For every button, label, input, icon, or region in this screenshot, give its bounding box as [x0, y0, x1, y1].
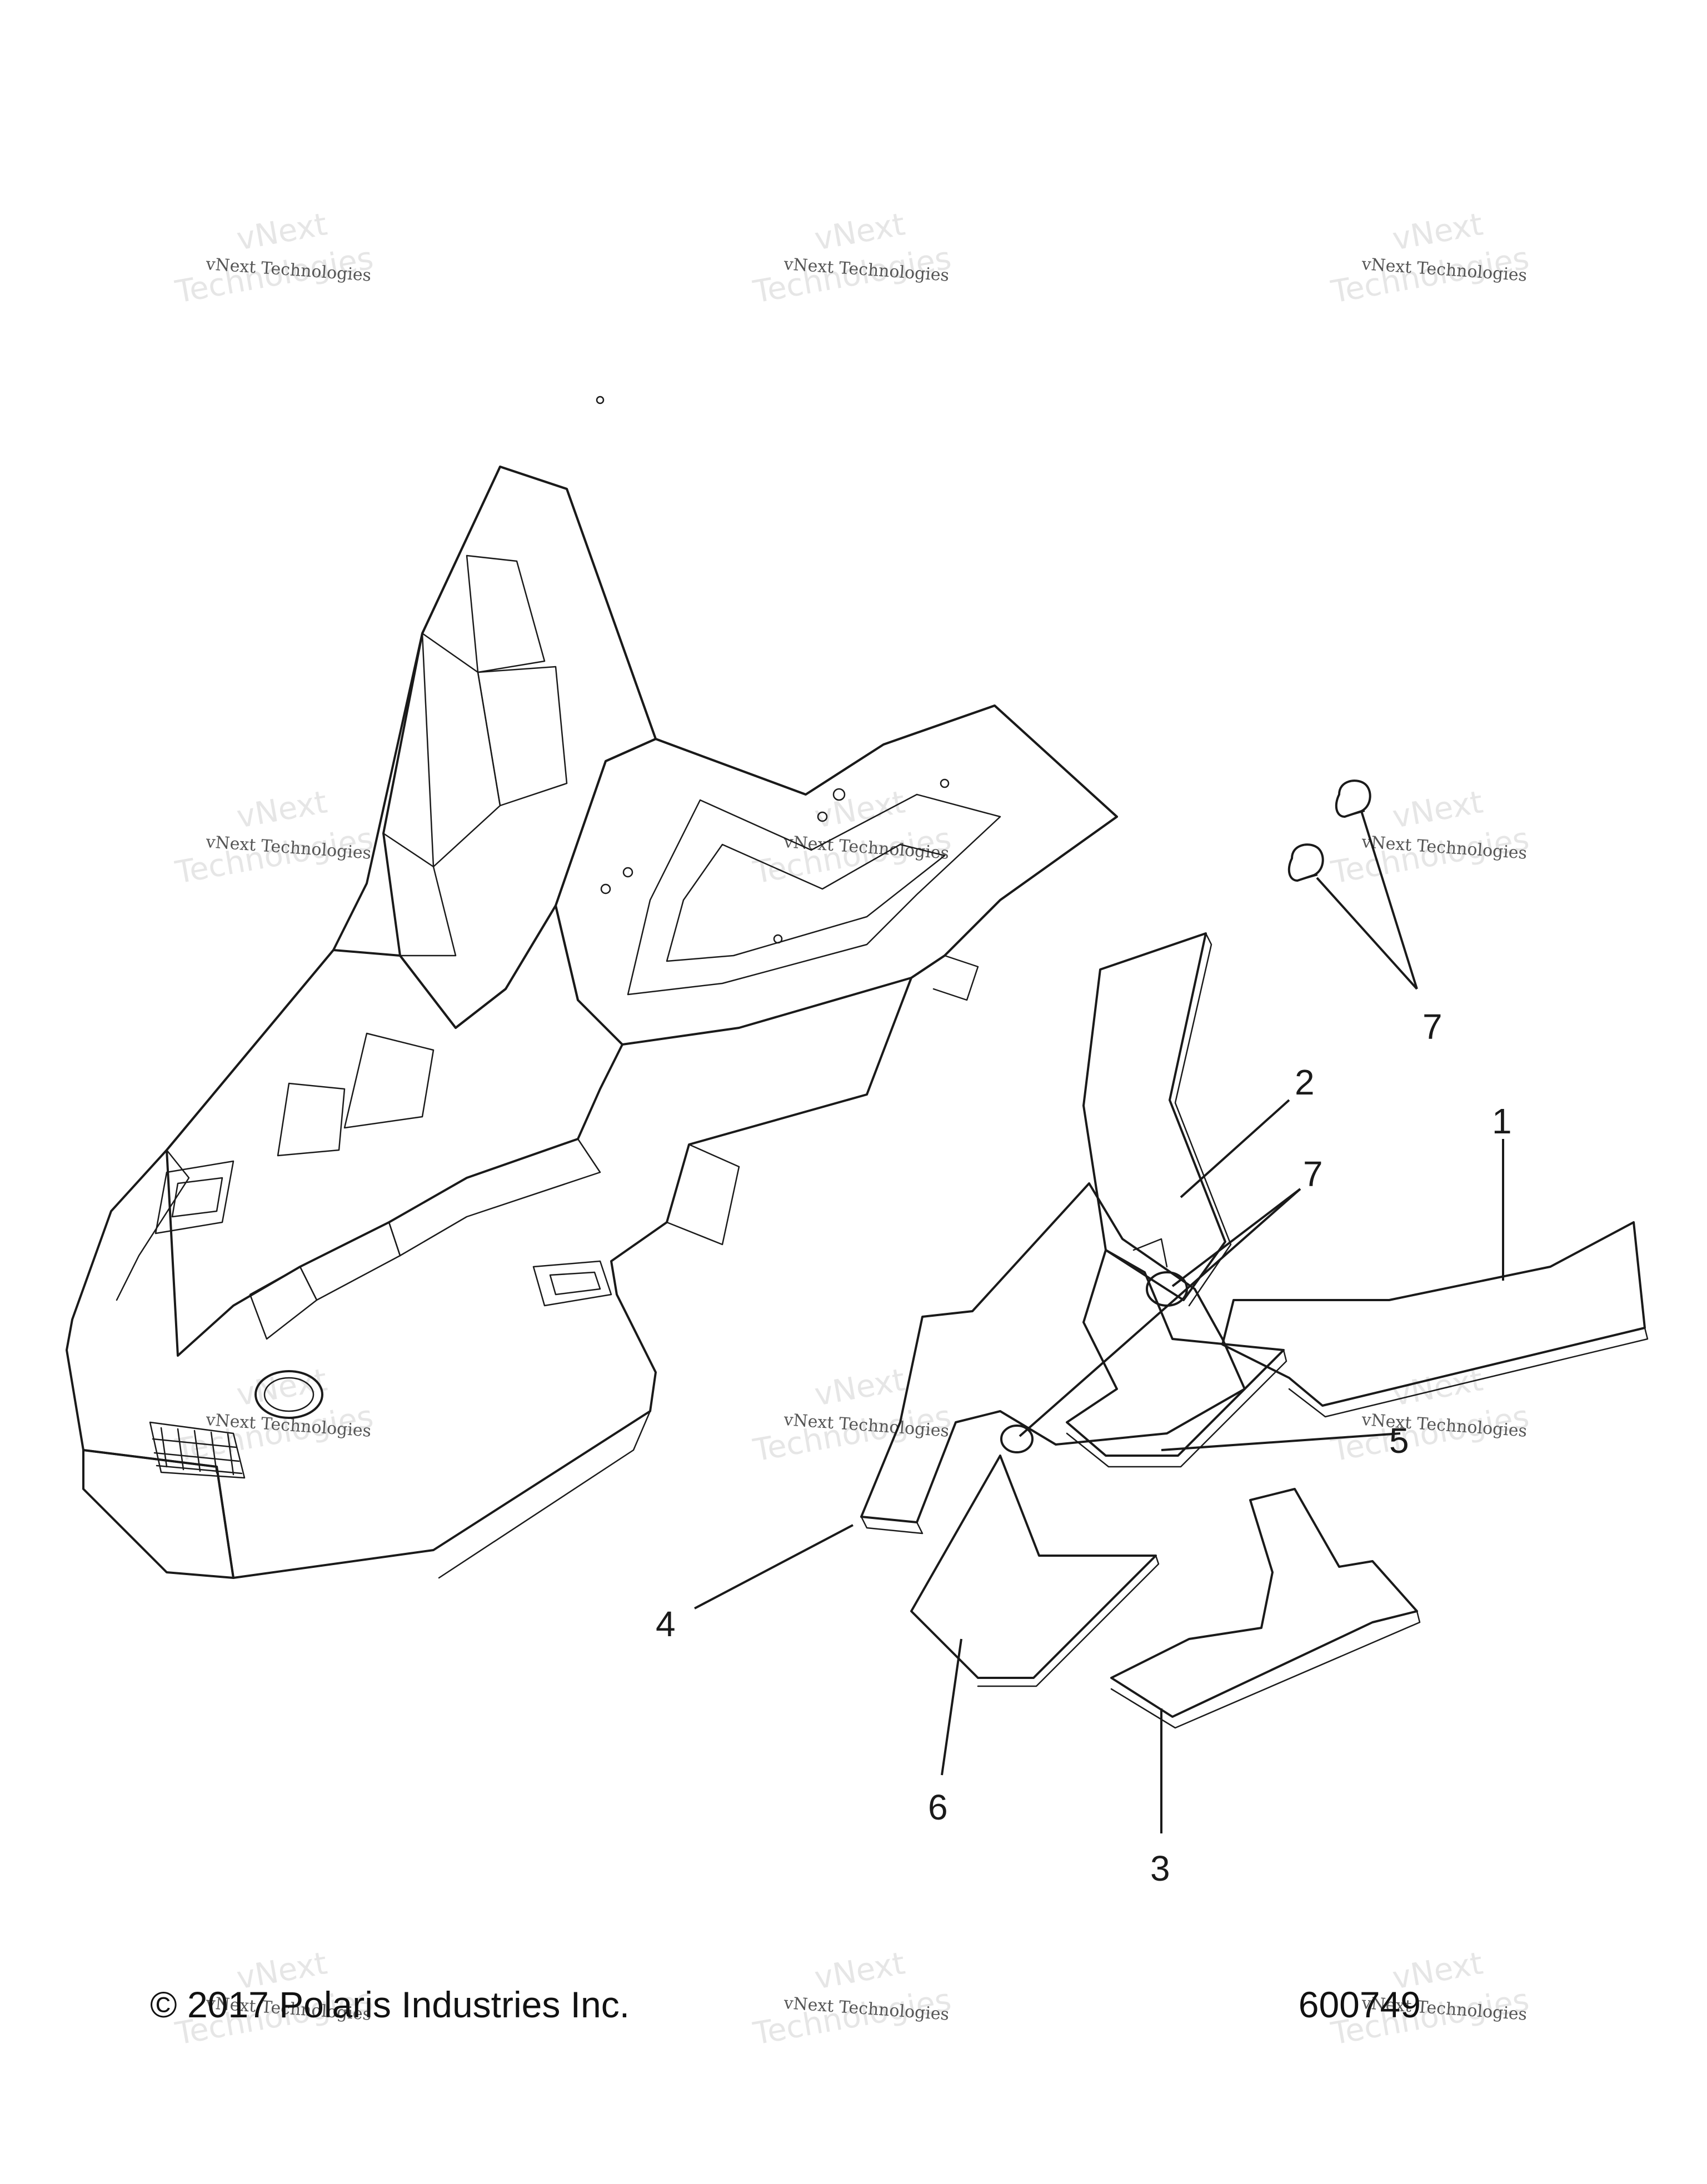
leader-6: [941, 1638, 962, 1776]
rivet-lower-icon: [1287, 843, 1324, 882]
hood-body-assembly: [66, 396, 1118, 1579]
leader-7b-upper: [1171, 1188, 1301, 1287]
watermark-lower-right: vNext Technologies vNext Technologies: [1328, 1362, 1532, 1469]
part-4-pad: [860, 1182, 1246, 1535]
watermark-top-right: vNext Technologies vNext Technologies: [1328, 206, 1532, 311]
watermark-mid-right: vNext Technologies vNext Technologies: [1328, 784, 1532, 891]
watermark-lower-center: vNext Technologies vNext Technologies: [750, 1362, 954, 1469]
watermark-big-top: vNext: [234, 1362, 330, 1413]
figure-number: 600749: [1298, 1984, 1421, 2025]
watermark-big-top: vNext: [234, 784, 330, 835]
callout-1: 1: [1492, 1101, 1512, 1141]
part-2-pad: [1082, 932, 1232, 1307]
callout-3: 3: [1150, 1848, 1170, 1888]
leader-4: [694, 1524, 854, 1610]
part-1-pad: [1221, 1221, 1649, 1418]
leader-5: [1161, 1432, 1401, 1451]
watermark-big-top: vNext: [812, 784, 907, 835]
watermark-big-top: vNext: [1390, 784, 1485, 835]
leader-7b-lower: [1019, 1188, 1301, 1437]
watermark-mid-center: vNext Technologies vNext Technologies: [750, 784, 954, 891]
callout-7-lower: 7: [1303, 1154, 1323, 1194]
part-6-pad: [910, 1455, 1160, 1687]
callout-7-upper: 7: [1422, 1007, 1443, 1047]
watermark-top-center: vNext Technologies vNext Technologies: [750, 206, 954, 311]
watermark-top-left: vNext Technologies vNext Technologies: [172, 206, 376, 311]
leader-7a-lower: [1316, 877, 1418, 990]
callout-6: 6: [928, 1787, 948, 1827]
callout-4: 4: [656, 1604, 676, 1644]
leader-lines: [694, 811, 1504, 1833]
watermark-big-top: vNext: [812, 1362, 907, 1413]
copyright-text: © 2017 Polaris Industries Inc.: [150, 1984, 630, 2025]
part-3-pad: [1110, 1488, 1421, 1729]
watermark-big-top: vNext: [812, 1945, 907, 1996]
hood-badge-icon: [254, 1370, 323, 1419]
grille-mesh: [152, 1427, 243, 1476]
callout-2: 2: [1295, 1062, 1315, 1102]
watermark-bottom-center: vNext Technologies vNext Technologies: [750, 1945, 954, 2052]
leader-7a-upper: [1360, 811, 1418, 989]
leader-2: [1180, 1099, 1290, 1198]
callouts: 7 2 1 7 5 4 6 3: [656, 1007, 1512, 1888]
watermark-mid-left: vNext Technologies vNext Technologies: [172, 784, 376, 891]
callout-5: 5: [1389, 1421, 1409, 1461]
rivet-upper-icon: [1335, 779, 1371, 818]
part-4-hole-icon: [1000, 1425, 1034, 1453]
